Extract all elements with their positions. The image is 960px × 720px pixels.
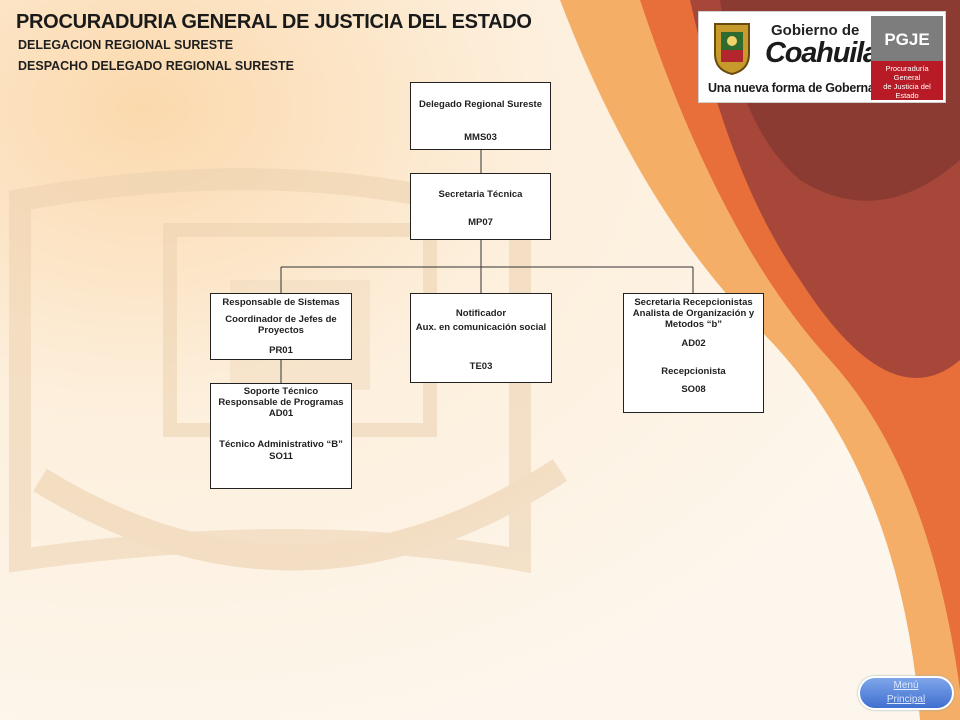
org-box-role: Responsable de Programas <box>218 397 344 408</box>
org-box-title: Delegado Regional Sureste <box>418 99 542 110</box>
org-box-code-2: SO08 <box>681 384 706 395</box>
org-box-role: Aux. en comunicación social <box>415 322 547 333</box>
org-box-title: Secretaria Técnica <box>438 189 523 200</box>
logo-coahuila-text: Coahuila <box>765 37 879 69</box>
org-box-code: AD01 <box>268 408 294 419</box>
org-box-title: Soporte Técnico <box>243 386 319 397</box>
org-box-soporte: Soporte Técnico Responsable de Programas… <box>210 383 352 489</box>
org-box-code: TE03 <box>469 361 493 372</box>
menu-button-label-2: Principal <box>886 694 926 705</box>
menu-button-label-1: Menú <box>893 680 919 691</box>
page-subtitle-delegacion: DELEGACION REGIONAL SURESTE <box>18 38 234 52</box>
logo-tagline: Una nueva forma de Gobernar <box>708 81 880 95</box>
org-box-notificador: Notificador Aux. en comunicación social … <box>410 293 552 383</box>
org-box-title: Responsable de Sistemas <box>222 297 340 308</box>
logo-gobierno-text: Gobierno de <box>771 22 860 39</box>
org-box-code: MP07 <box>468 217 493 228</box>
org-box-role-2: Recepcionista <box>661 366 726 377</box>
org-box-role: Coordinador de Jefes de Proyectos <box>225 314 337 336</box>
org-box-sistemas: Responsable de Sistemas Coordinador de J… <box>210 293 352 360</box>
coahuila-emblem-icon <box>714 23 750 76</box>
page-subtitle-despacho: DESPACHO DELEGADO REGIONAL SURESTE <box>18 59 294 73</box>
org-box-title: Secretaria Recepcionistas <box>634 297 753 308</box>
page-title: PROCURADURIA GENERAL DE JUSTICIA DEL EST… <box>16 11 532 33</box>
org-box-delegado: Delegado Regional Sureste MMS03 <box>410 82 551 150</box>
org-box-recepcion: Secretaria Recepcionistas Analista de Or… <box>623 293 764 413</box>
org-box-code-2: SO11 <box>269 451 293 462</box>
org-box-code: MMS03 <box>464 132 497 143</box>
org-box-code: PR01 <box>269 345 293 356</box>
org-box-role: Analista de Organización y Metodos “b” <box>632 308 755 330</box>
org-box-role-2: Técnico Administrativo “B” <box>219 439 343 450</box>
menu-principal-button[interactable]: Menú Principal <box>858 676 954 710</box>
org-box-title: Notificador <box>455 308 507 319</box>
gobierno-coahuila-logo: Gobierno de Coahuila Una nueva forma de … <box>698 11 946 103</box>
pgje-text: PGJE <box>884 30 930 49</box>
org-box-code: AD02 <box>681 338 706 349</box>
org-box-secretaria-tecnica: Secretaria Técnica MP07 <box>410 173 551 240</box>
